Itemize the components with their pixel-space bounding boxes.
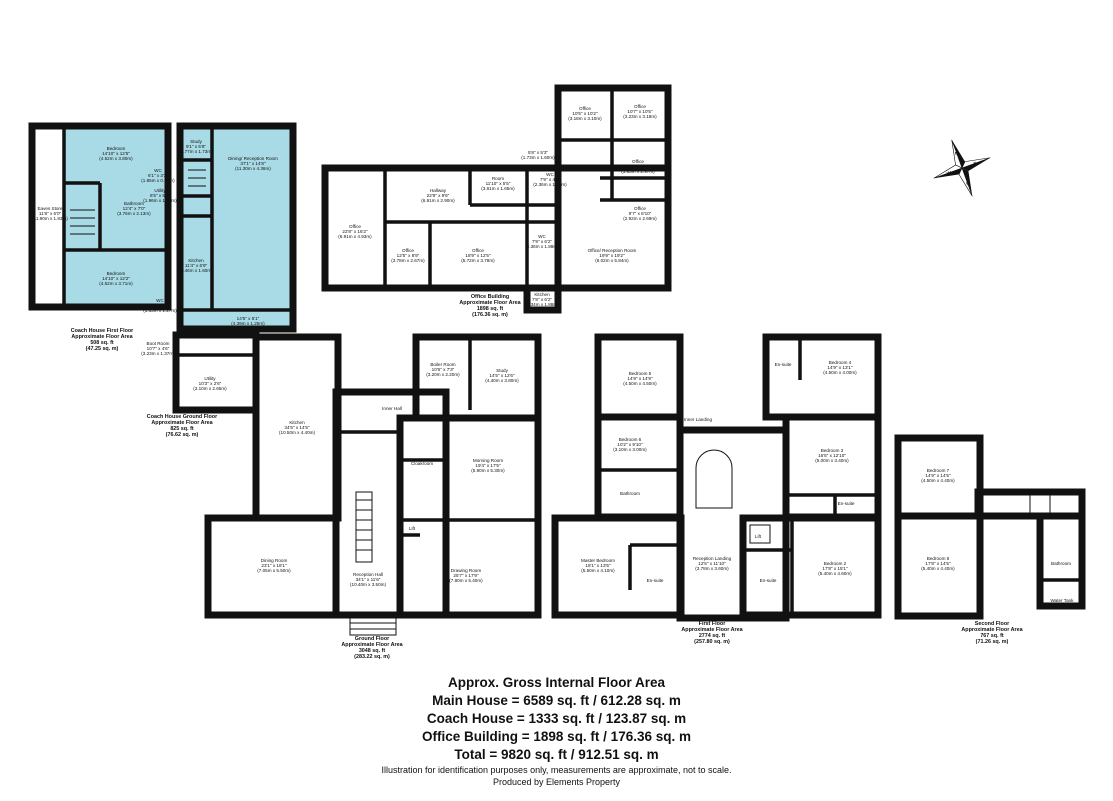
coach-house-ground-floor-plan — [172, 122, 297, 414]
first-floor-plan — [551, 333, 882, 622]
room-label: 5'8" x 5'3"(1.73m x 1.60m) — [521, 150, 555, 160]
area-summary-title: Approx. Gross Internal Floor Area — [447, 675, 666, 690]
room-label: Bathroom — [1051, 561, 1071, 566]
coach-house-first-floor-plan — [28, 122, 172, 311]
area-summary-main-house: Main House = 6589 sq. ft / 612.28 sq. m — [432, 693, 681, 708]
area-summary-office-building: Office Building = 1898 sq. ft / 176.36 s… — [422, 729, 691, 744]
room-label: En-suite — [838, 501, 855, 506]
room-label: En-suite — [775, 362, 792, 367]
room-label: Inner Hall — [382, 406, 402, 411]
room-label: Bathroom — [620, 491, 640, 496]
room-label: Inner Landing — [684, 417, 713, 422]
ground-floor-plan — [204, 333, 542, 636]
compass-label: N — [954, 150, 959, 156]
room-label: Water Tank — [1051, 598, 1075, 603]
room-label: Lift — [409, 526, 416, 531]
room-label: En-suite — [760, 578, 777, 583]
second-floor-plan — [894, 434, 1086, 620]
compass-label: S — [965, 181, 970, 187]
compass-label: W — [946, 170, 952, 176]
room-label: Cloakroom — [411, 461, 433, 466]
disclaimer: Illustration for identification purposes… — [381, 765, 732, 775]
room-label: Lift — [755, 534, 762, 539]
room-label: En-suite — [647, 578, 664, 583]
area-summary-coach-house: Coach House = 1333 sq. ft / 123.87 sq. m — [426, 711, 687, 726]
compass-rose-icon: N E S W — [933, 139, 991, 197]
compass-label: E — [973, 161, 978, 167]
room-label: 14'5" x 5'1"(4.39m x 1.25m) — [231, 316, 265, 326]
credit: Produced by Elements Property — [492, 777, 621, 787]
area-summary-total: Total = 9820 sq. ft / 912.51 sq. m — [454, 747, 659, 762]
office-building-plan — [321, 84, 672, 314]
